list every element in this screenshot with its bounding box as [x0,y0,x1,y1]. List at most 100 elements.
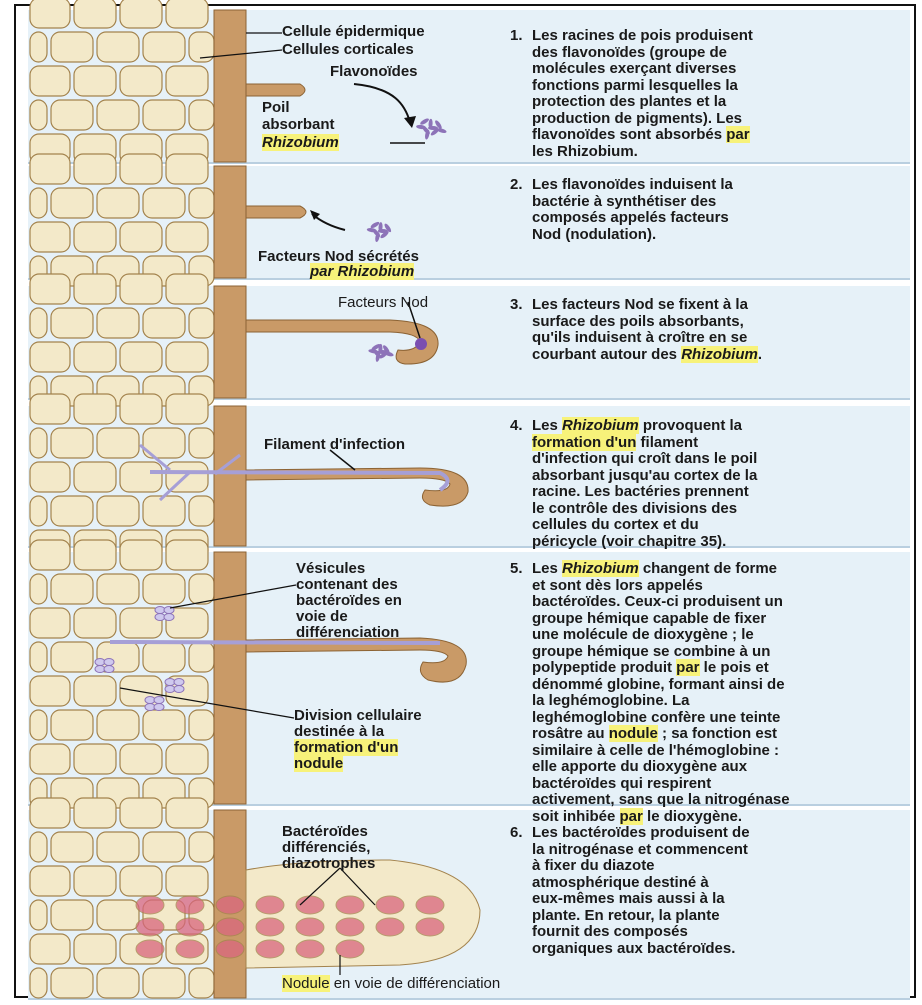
cortical-cell [74,540,116,570]
text-line: bactéroïdes. Ceux-ci produisent un [532,594,902,611]
text-line: des flavonoïdes (groupe de [532,45,902,62]
cortical-cell [143,968,185,998]
cortical-cell [30,0,70,28]
cortical-cell [120,66,162,96]
text-line: Les bactéroïdes produisent de [532,825,902,842]
arrow-flavonoids [354,84,410,122]
epidermis-layer [214,286,246,398]
cortical-cell [189,496,214,526]
cortical-cell [51,428,93,458]
cortical-cell [143,496,185,526]
cortical-cell [30,428,47,458]
infected-cell [176,896,204,914]
text-line: courbant autour des Rhizobium. [532,347,910,364]
cortical-cell [166,342,208,372]
text-line: plante. En retour, la plante [532,908,902,925]
text-line: protection des plantes et la [532,94,902,111]
text-line: activement, sans que la nitrogénase [532,792,902,809]
cortical-cell [30,676,70,706]
text-line: soit inhibée par le dioxygène. [532,809,902,826]
cortical-cell [51,900,93,930]
infected-cell [176,940,204,958]
cortical-cell [189,428,214,458]
epidermis-layer [214,552,246,804]
bacterium [436,127,447,134]
cortical-cell [51,32,93,62]
cortical-cell [74,462,116,492]
cortical-cell [120,154,162,184]
text-line: bactéroïdes qui respirent [532,776,902,793]
infected-cell [136,896,164,914]
cortical-cell [74,0,116,28]
cortical-cell [97,968,139,998]
highlight: formation d'un [532,434,636,451]
cortical-cell [30,462,70,492]
cortical-cell [120,342,162,372]
text-line: composés appelés facteurs [532,210,902,227]
infected-cell [296,918,324,936]
cortical-cell [97,900,139,930]
cortical-cell [74,608,116,638]
cortical-cell [166,274,208,304]
cortical-cell [120,540,162,570]
text-line: Les facteurs Nod se fixent à la [532,297,910,314]
text-line: Nod (nodulation). [532,227,902,244]
infected-cell [176,918,204,936]
nod-spot [415,338,427,350]
cortical-cell [51,496,93,526]
text-line: d'infection qui croît dans le poil [532,451,902,468]
cortical-cell [30,968,47,998]
cortical-cell [30,832,47,862]
cortical-cell [51,710,93,740]
cortical-cell [166,66,208,96]
cortical-cell [30,608,70,638]
cortical-cell [166,0,208,28]
cortical-cell [74,154,116,184]
infected-cell [336,896,364,914]
text-line: Bactéroïdes [282,824,375,840]
cortical-cell [30,710,47,740]
text-line: bactérie à synthétiser des [532,194,902,211]
cortical-cell [120,462,162,492]
text-line: la leghémoglobine. La [532,693,902,710]
highlight: par [676,659,699,676]
cortical-cell [120,394,162,424]
cortical-cell [51,574,93,604]
cortical-cell [189,308,214,338]
infected-cell [136,918,164,936]
text-line: rosâtre au nodule ; sa fonction est [532,726,902,743]
text-line: destinée à la [294,724,422,740]
cortical-cell [143,642,185,672]
cortical-cell [189,642,214,672]
cortical-cell [97,32,139,62]
cortical-cell [30,66,70,96]
cortical-cell [30,744,70,774]
cortical-cell [30,100,47,130]
text-line: Les flavonoïdes induisent la [532,177,902,194]
infected-cell [416,918,444,936]
cortical-cell [143,832,185,862]
text-line: fournit des composés [532,924,902,941]
cortical-cell [30,866,70,896]
cortical-cell [30,32,47,62]
root-hair [246,84,305,96]
text-line: molécules exerçant diverses [532,61,902,78]
label-flavonoides: Flavonoïdes [330,64,418,80]
cortical-cell [166,394,208,424]
cortical-cell [51,642,93,672]
text-line: péricycle (voir chapitre 35). [532,534,902,551]
cortical-cell [189,188,214,218]
cortical-cell [120,798,162,828]
cortical-cell [30,394,70,424]
cortical-cell [143,100,185,130]
cortical-cell [30,274,70,304]
root-hair [246,206,306,218]
cortical-cell [51,188,93,218]
cortical-cell [97,188,139,218]
cortical-cell [30,934,70,964]
infected-cell [136,940,164,958]
